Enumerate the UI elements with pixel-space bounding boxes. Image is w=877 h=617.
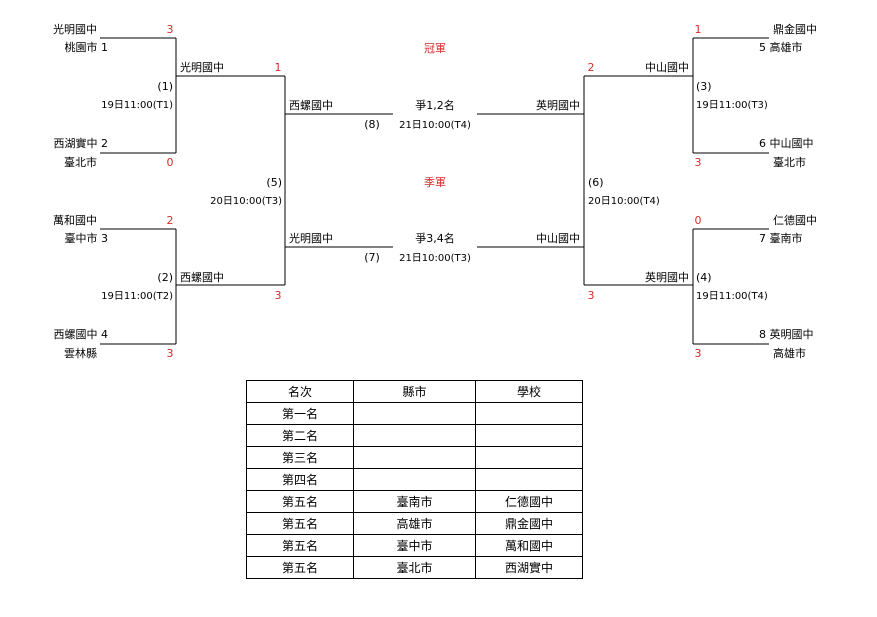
school-cell: 西湖實中: [475, 556, 583, 579]
rank-cell: 第一名: [246, 402, 354, 425]
final-match-no: (8): [364, 118, 380, 131]
match-2-no: (2): [157, 271, 173, 284]
city-cell: 臺南市: [353, 490, 476, 513]
team-1-score: 3: [167, 23, 174, 36]
table-row: 第一名: [246, 402, 583, 425]
team-8-city: 高雄市: [773, 346, 806, 360]
third-match-time: 21日10:00(T3): [399, 253, 471, 264]
match-1-score: 1: [275, 61, 282, 74]
team-7-score: 0: [695, 214, 702, 227]
team-3-seed: 臺中市 3: [65, 231, 109, 245]
school-cell: 鼎金國中: [475, 512, 583, 535]
match-4-no: (4): [696, 271, 712, 284]
team-4-name: 西螺國中 4: [54, 328, 109, 341]
team-2-name: 西湖實中 2: [54, 136, 109, 150]
left-final-entry: 西螺國中: [289, 99, 333, 112]
team-7-seed: 7 臺南市: [759, 231, 803, 245]
school-cell: [475, 402, 583, 425]
rank-cell: 第五名: [246, 534, 354, 557]
match-5-no: (5): [266, 176, 282, 189]
table-row: 第五名臺南市仁德國中: [246, 490, 583, 513]
third-title: 爭3,4名: [415, 231, 455, 245]
table-row: 第三名: [246, 446, 583, 469]
match-4-score: 3: [588, 289, 595, 302]
city-cell: [353, 424, 476, 447]
rank-cell: 第二名: [246, 424, 354, 447]
team-1-name: 光明國中: [53, 22, 97, 36]
city-cell: 臺中市: [353, 534, 476, 557]
team-3-score: 2: [167, 214, 174, 227]
match-3-time: 19日11:00(T3): [696, 100, 768, 111]
table-row: 第五名臺北市西湖實中: [246, 556, 583, 579]
match-3-score: 2: [588, 61, 595, 74]
team-2-score: 0: [167, 156, 174, 169]
table-row: 第五名高雄市鼎金國中: [246, 512, 583, 535]
city-cell: [353, 402, 476, 425]
match-4-winner: 英明國中: [645, 270, 689, 284]
match-2-score: 3: [275, 289, 282, 302]
table-row: 第二名: [246, 424, 583, 447]
match-2-time: 19日11:00(T2): [101, 291, 173, 302]
header-rank: 名次: [246, 380, 354, 403]
team-4-score: 3: [167, 347, 174, 360]
school-cell: [475, 446, 583, 469]
table-row: 第四名: [246, 468, 583, 491]
header-city: 縣市: [353, 380, 476, 403]
match-5-time: 20日10:00(T3): [210, 196, 282, 207]
right-final-entry: 英明國中: [536, 98, 580, 112]
final-title: 爭1,2名: [415, 98, 455, 112]
tournament-bracket: 光明國中 桃園市 1 3 西湖實中 2 臺北市 0 (1) 19日11:00(T…: [53, 22, 817, 360]
team-5-score: 1: [695, 23, 702, 36]
rank-cell: 第三名: [246, 446, 354, 469]
city-cell: 臺北市: [353, 556, 476, 579]
rank-cell: 第四名: [246, 468, 354, 491]
match-3-no: (3): [696, 80, 712, 93]
match-1-no: (1): [157, 80, 173, 93]
rank-cell: 第五名: [246, 556, 354, 579]
team-6-city: 臺北市: [773, 155, 806, 169]
header-school: 學校: [475, 380, 583, 403]
team-5-seed: 5 高雄市: [759, 40, 803, 54]
left-bracket-lines: [100, 37, 393, 345]
school-cell: [475, 424, 583, 447]
champion-label: 冠軍: [424, 42, 446, 55]
team-6-name: 6 中山國中: [759, 137, 814, 150]
table-row: 第五名臺中市萬和國中: [246, 534, 583, 557]
match-4-time: 19日11:00(T4): [696, 291, 768, 302]
team-4-city: 雲林縣: [64, 346, 97, 360]
city-cell: [353, 446, 476, 469]
final-match-time: 21日10:00(T4): [399, 120, 471, 131]
table-header-row: 名次 縣市 學校: [246, 380, 583, 403]
team-8-name: 8 英明國中: [759, 327, 814, 341]
team-2-city: 臺北市: [64, 155, 97, 169]
team-3-name: 萬和國中: [53, 214, 97, 227]
school-cell: [475, 468, 583, 491]
team-5-name: 鼎金國中: [773, 22, 817, 36]
match-1-winner: 光明國中: [180, 60, 224, 74]
left-third-entry: 光明國中: [289, 231, 333, 245]
rank-cell: 第五名: [246, 512, 354, 535]
rank-cell: 第五名: [246, 490, 354, 513]
match-6-no: (6): [588, 176, 604, 189]
third-match-no: (7): [364, 251, 380, 264]
right-bracket-lines: [477, 37, 769, 345]
city-cell: 高雄市: [353, 512, 476, 535]
right-third-entry: 中山國中: [536, 232, 580, 245]
match-6-time: 20日10:00(T4): [588, 196, 660, 207]
team-8-score: 3: [695, 347, 702, 360]
city-cell: [353, 468, 476, 491]
school-cell: 萬和國中: [475, 534, 583, 557]
ranking-table: 名次 縣市 學校 第一名 第二名 第三名 第四名 第五名臺南市仁德國中 第五名高…: [246, 380, 583, 579]
match-2-winner: 西螺國中: [180, 271, 224, 284]
match-1-time: 19日11:00(T1): [101, 100, 173, 111]
team-6-score: 3: [695, 156, 702, 169]
school-cell: 仁德國中: [475, 490, 583, 513]
team-7-name: 仁德國中: [773, 213, 817, 227]
match-3-winner: 中山國中: [645, 61, 689, 74]
team-1-seed: 桃園市 1: [65, 40, 109, 54]
third-label: 季軍: [424, 176, 446, 189]
